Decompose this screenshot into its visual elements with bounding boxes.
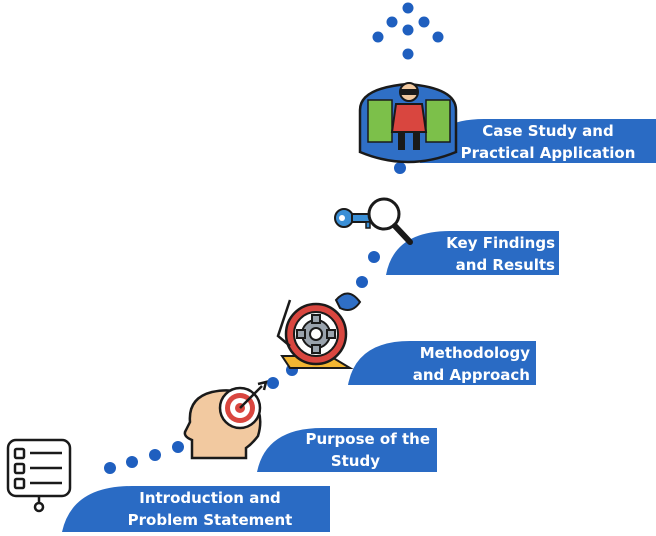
path-dot xyxy=(149,449,161,461)
step-3-panel xyxy=(348,341,536,385)
arrow-dot xyxy=(402,24,414,36)
arrow-dot xyxy=(418,16,430,28)
dotted-path xyxy=(104,2,444,474)
checklist-icon xyxy=(6,438,72,513)
arrow-dot xyxy=(372,31,384,43)
step-2-panel xyxy=(257,428,437,472)
step-panels xyxy=(62,119,656,532)
arrow-dot xyxy=(402,2,414,14)
step-3-label-line2: and Approach xyxy=(412,366,530,384)
step-1-panel xyxy=(62,486,330,532)
path-dot xyxy=(368,251,380,263)
step-2-label: Purpose of the Study xyxy=(280,428,430,472)
path-dot xyxy=(104,462,116,474)
step-3-label-line1: Methodology xyxy=(419,344,530,362)
step-4-label: Key Findings and Results xyxy=(420,232,555,276)
path-dot xyxy=(267,377,279,389)
key-magnifier-icon xyxy=(334,197,413,245)
step-3-label: Methodology and Approach xyxy=(380,342,530,386)
step-5-label-line1: Case Study and xyxy=(482,122,614,140)
path-dot xyxy=(126,456,138,468)
step-2-label-line1: Purpose of the xyxy=(305,430,430,448)
arrow-dot xyxy=(432,31,444,43)
path-dot xyxy=(356,276,368,288)
step-1-label-line1: Introduction and xyxy=(139,489,281,507)
gear-cycle-icon xyxy=(276,292,362,369)
step-4-panel xyxy=(386,231,559,275)
step-5-label-line2: Practical Application xyxy=(460,144,636,162)
step-1-label-line2: Problem Statement xyxy=(127,511,293,529)
arrow-dot xyxy=(386,16,398,28)
step-5-label: Case Study and Practical Application xyxy=(445,120,651,164)
step-1-label: Introduction and Problem Statement xyxy=(110,487,310,531)
step-2-label-line2: Study xyxy=(330,452,380,470)
step-4-label-line2: and Results xyxy=(455,256,555,274)
step-5-panel xyxy=(420,119,656,163)
head-target-icon xyxy=(183,380,268,460)
arrow-dot xyxy=(402,48,414,60)
path-dot xyxy=(394,162,406,174)
step-4-label-line1: Key Findings xyxy=(446,234,555,252)
path-dot xyxy=(172,441,184,453)
person-vr-icon xyxy=(358,82,458,164)
